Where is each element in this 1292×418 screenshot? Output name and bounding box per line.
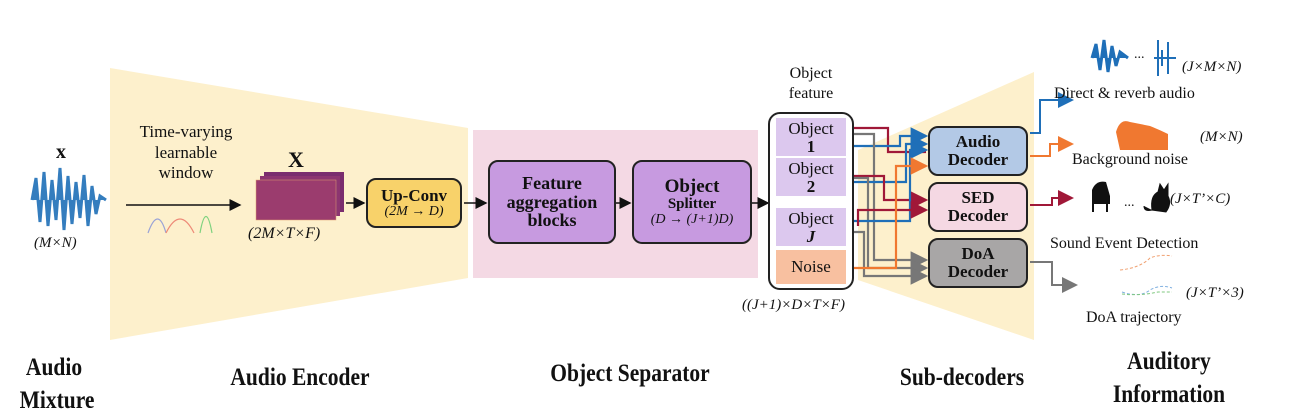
upconv-subtitle: (2M → D) bbox=[384, 203, 444, 219]
object-index: 2 bbox=[806, 176, 816, 196]
noise-feature[interactable]: Noise bbox=[776, 250, 846, 284]
decoder-label: DoA bbox=[961, 244, 995, 264]
feature-block-line: blocks bbox=[527, 210, 577, 231]
section-audio-encoder: Audio Encoder bbox=[230, 364, 370, 391]
section-line: Information bbox=[1112, 380, 1226, 408]
object-feature-1[interactable]: Object 1 bbox=[776, 118, 846, 156]
window-label-line: learnable bbox=[154, 142, 218, 162]
section-line: Audio bbox=[25, 354, 83, 381]
decoder-label: Decoder bbox=[947, 206, 1009, 225]
input-symbol: x bbox=[56, 141, 66, 163]
input-shape: (M×N) bbox=[34, 235, 77, 251]
object-label: Object bbox=[788, 119, 834, 138]
noise-waveform-icon bbox=[1116, 121, 1168, 150]
section-auditory-information: Auditory Information bbox=[1096, 346, 1242, 411]
section-line: Auditory bbox=[1127, 348, 1211, 375]
doa-shape: (J×T’×3) bbox=[1186, 285, 1244, 301]
object-feature-title: Object feature bbox=[776, 64, 846, 104]
object-label: Object bbox=[788, 159, 834, 178]
noise-shape: (M×N) bbox=[1200, 129, 1243, 145]
window-label-line: window bbox=[158, 163, 214, 183]
object-feature-title-line: Object bbox=[789, 65, 833, 82]
input-waveform-shape bbox=[30, 167, 107, 231]
spectrogram-shape: (2M×T×F) bbox=[248, 225, 321, 242]
window-label: Time-varying learnable window bbox=[122, 122, 250, 184]
reverb-audio-waveform-icon bbox=[1154, 40, 1176, 76]
object-index: J bbox=[806, 226, 816, 246]
upconv-block[interactable]: Up-Conv (2M → D) bbox=[366, 178, 462, 228]
decoder-label: Decoder bbox=[947, 262, 1009, 281]
sed-label: Sound Event Detection bbox=[1050, 235, 1199, 252]
doa-label: DoA trajectory bbox=[1086, 309, 1182, 326]
doa-trajectory-icon bbox=[1119, 254, 1173, 296]
upconv-title: Up-Conv bbox=[380, 185, 448, 205]
feature-block-line: Feature bbox=[522, 172, 582, 193]
object-feature-j[interactable]: Object J bbox=[776, 208, 846, 246]
spectrogram-image bbox=[255, 172, 344, 221]
decoder-label: SED bbox=[961, 188, 995, 208]
splitter-subtitle: Splitter bbox=[667, 195, 717, 212]
doa-decoder-block[interactable]: DoA Decoder bbox=[928, 238, 1028, 288]
splitter-formula: (D → (J+1)D) bbox=[650, 211, 734, 227]
decoder-label: Audio bbox=[955, 132, 1001, 152]
feature-block-line: aggregation bbox=[506, 191, 598, 212]
section-audio-mixture: Audio Mixture bbox=[19, 352, 95, 417]
decoder-label: Decoder bbox=[947, 150, 1009, 169]
object-feature-title-line: feature bbox=[788, 85, 834, 102]
audio-decoder-block[interactable]: Audio Decoder bbox=[928, 126, 1028, 176]
splitter-title: Object bbox=[664, 175, 720, 197]
object-feature-2[interactable]: Object 2 bbox=[776, 158, 846, 196]
object-feature-shape: ((J+1)×D×T×F) bbox=[742, 297, 845, 313]
sed-shape: (J×T’×C) bbox=[1170, 191, 1231, 207]
window-label-line: Time-varying bbox=[139, 122, 233, 141]
object-splitter-block[interactable]: Object Splitter (D → (J+1)D) bbox=[632, 160, 752, 244]
section-sub-decoders: Sub-decoders bbox=[899, 364, 1025, 391]
noise-label: Background noise bbox=[1072, 151, 1188, 168]
cat-icon bbox=[1143, 182, 1171, 213]
ellipsis: ... bbox=[1124, 195, 1135, 210]
direct-audio-label: Direct & reverb audio bbox=[1054, 85, 1195, 102]
section-object-separator: Object Separator bbox=[550, 360, 710, 387]
object-label: Object bbox=[788, 209, 834, 228]
sed-decoder-block[interactable]: SED Decoder bbox=[928, 182, 1028, 232]
direct-audio-shape: (J×M×N) bbox=[1182, 59, 1242, 75]
direct-audio-waveform-icon bbox=[1090, 39, 1129, 73]
section-line: Mixture bbox=[19, 386, 95, 414]
object-index: 1 bbox=[806, 136, 816, 156]
spectrogram-symbol: X bbox=[288, 147, 304, 172]
ellipsis: ... bbox=[1134, 47, 1145, 62]
piano-icon bbox=[1092, 181, 1110, 212]
feature-aggregation-block[interactable]: Feature aggregation blocks bbox=[488, 160, 616, 244]
